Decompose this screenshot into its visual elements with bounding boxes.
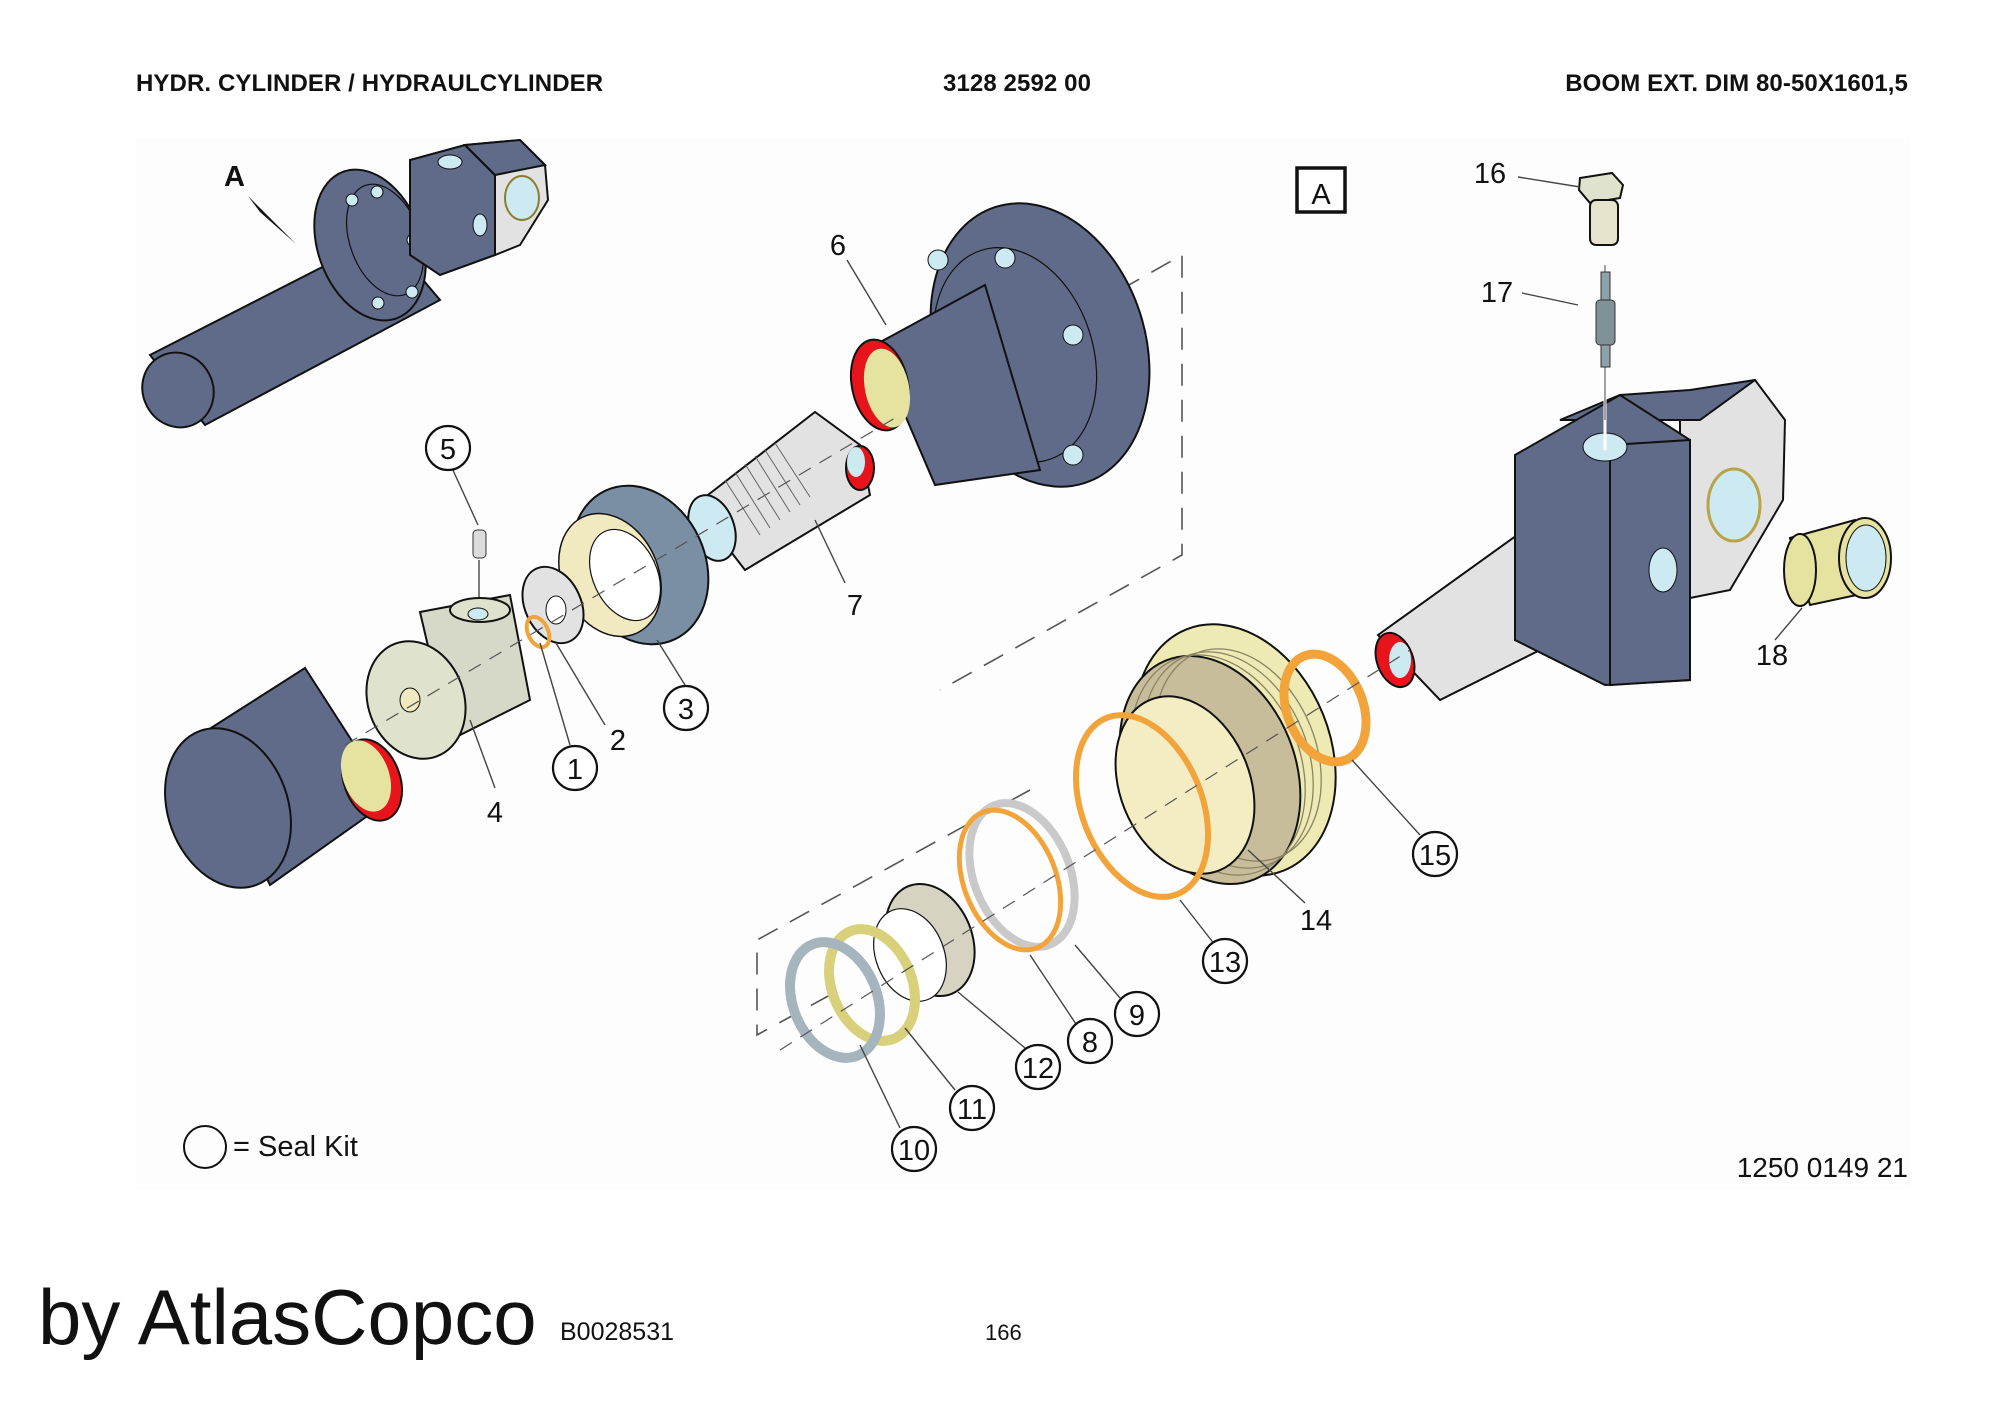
item-label-10: 10	[890, 1125, 938, 1173]
item-label-15: 15	[1411, 830, 1459, 878]
svg-text:15: 15	[1419, 840, 1451, 872]
part-1-o-ring	[524, 614, 552, 650]
leader-lines	[451, 176, 1803, 1129]
seal-kit-circle-icon	[183, 1125, 227, 1169]
part-7-threaded-adapter	[687, 410, 875, 572]
part-18-bushing	[1783, 517, 1892, 607]
item-label-9: 9	[1113, 990, 1161, 1038]
part-11-wiper	[824, 924, 920, 1046]
item-label-11: 11	[948, 1084, 996, 1132]
item-label-13: 13	[1201, 937, 1249, 985]
part-17-check-pin	[1595, 271, 1616, 368]
header-description: BOOM EXT. DIM 80-50X1601,5	[1565, 70, 1908, 97]
reference-number: 1250 0149 21	[1736, 1152, 1908, 1183]
svg-text:9: 9	[1129, 1000, 1145, 1032]
header-title: HYDR. CYLINDER / HYDRAULCYLINDER	[136, 70, 604, 97]
page-number: 166	[985, 1320, 1022, 1345]
overview-cylinder: A	[141, 138, 550, 429]
header-part-number: 3128 2592 00	[943, 70, 1092, 97]
item-label-6: 6	[830, 230, 846, 262]
part-9-backup-ring	[965, 799, 1079, 951]
rod-end-eye	[1374, 265, 1787, 702]
part-8-o-ring	[956, 807, 1064, 953]
svg-text:13: 13	[1209, 947, 1241, 979]
item-label-5: 5	[424, 424, 472, 472]
detail-marker-label: A	[224, 161, 245, 193]
item-label-4: 4	[487, 797, 503, 829]
part-5-set-screw	[472, 529, 487, 600]
item-label-16: 16	[1474, 158, 1506, 190]
svg-text:3: 3	[678, 694, 694, 726]
detail-box	[1295, 166, 1347, 214]
part-16-plug	[1577, 171, 1625, 246]
item-label-7: 7	[847, 590, 863, 622]
seal-kit-legend: = Seal Kit	[183, 1125, 358, 1169]
item-label-18: 18	[1756, 640, 1788, 672]
watermark: by AtlasCopco	[38, 1273, 537, 1361]
item-label-8: 8	[1066, 1017, 1114, 1065]
item-labels: 1 2 3 4 5 6 7 8 9 10 11 12 13 14 15 16 1…	[424, 158, 1788, 1173]
svg-text:8: 8	[1082, 1027, 1098, 1059]
part-14-gland	[1114, 623, 1337, 885]
part-3-guide	[558, 484, 710, 646]
part-10-scraper	[785, 937, 885, 1063]
document-id: B0028531	[560, 1318, 675, 1346]
part-13-o-ring	[1072, 712, 1212, 900]
item-label-12: 12	[1014, 1043, 1062, 1091]
assembly-axis-upper	[344, 414, 901, 746]
part-15-ring	[1279, 649, 1371, 767]
svg-text:12: 12	[1022, 1053, 1054, 1085]
detail-box-label: A	[1311, 179, 1331, 211]
svg-text:10: 10	[898, 1135, 930, 1167]
svg-text:1: 1	[567, 754, 583, 786]
item-label-3: 3	[662, 684, 710, 732]
svg-text:11: 11	[957, 1094, 987, 1126]
item-label-1: 1	[551, 744, 599, 792]
dashed-boundary-upper	[939, 253, 1183, 691]
item-label-14: 14	[1300, 905, 1332, 937]
detail-pointer-arrow-icon	[248, 196, 296, 244]
item-label-17: 17	[1481, 277, 1513, 309]
svg-text:5: 5	[440, 434, 456, 466]
assembly-axis-lower	[779, 649, 1411, 1051]
part-6-cylinder-head	[849, 202, 1151, 488]
item-label-2: 2	[610, 725, 626, 757]
cylinder-end-cap	[164, 666, 403, 889]
seal-kit-legend-label: = Seal Kit	[233, 1130, 358, 1163]
part-2-washer	[521, 565, 585, 645]
